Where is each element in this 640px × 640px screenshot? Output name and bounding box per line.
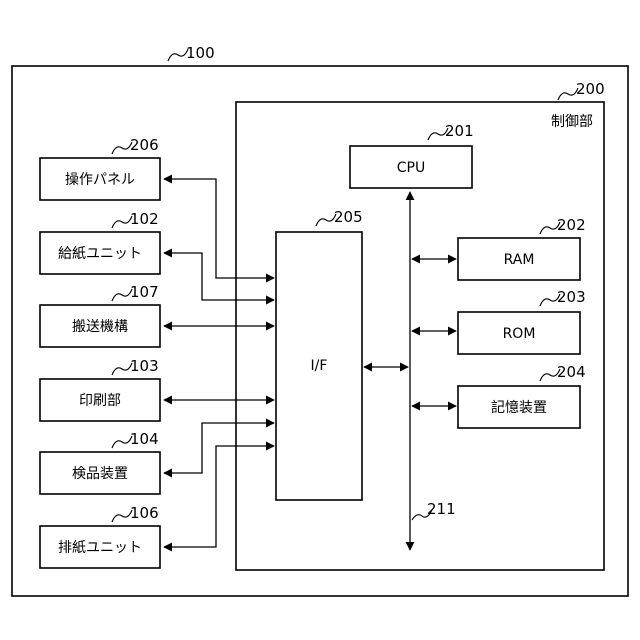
- operation-panel-ref-leader: [112, 142, 132, 154]
- controller-ref-leader: [558, 88, 578, 100]
- cpu-label: CPU: [397, 160, 425, 176]
- paper-feed-unit-label: 給紙ユニット: [58, 246, 142, 262]
- print-unit-group: 印刷部 103: [40, 357, 274, 421]
- transport-mechanism-ref: 107: [130, 283, 159, 301]
- paper-discharge-unit-label: 排紙ユニット: [58, 540, 142, 556]
- inspection-device-group: 検品装置 104: [40, 423, 274, 494]
- ram-ref: 202: [557, 216, 586, 234]
- ram-label: RAM: [504, 252, 535, 268]
- rom-group: ROM 203: [412, 288, 586, 354]
- storage-ref: 204: [557, 363, 586, 381]
- interface-ref-leader: [316, 214, 336, 226]
- inspection-device-ref-leader: [112, 436, 132, 448]
- paper-discharge-unit-ref-leader: [112, 510, 132, 522]
- operation-panel-label: 操作パネル: [65, 172, 135, 188]
- rom-label: ROM: [503, 326, 536, 342]
- inspection-device-ref: 104: [130, 430, 159, 448]
- interface-ref: 205: [334, 208, 363, 226]
- rom-ref: 203: [557, 288, 586, 306]
- ram-group: RAM 202: [412, 216, 586, 280]
- paper-discharge-unit-link: [164, 446, 274, 547]
- operation-panel-link: [164, 179, 274, 278]
- system-ref-leader: [168, 49, 188, 61]
- paper-discharge-unit-ref: 106: [130, 504, 159, 522]
- controller-ref: 200: [576, 80, 605, 98]
- transport-mechanism-group: 搬送機構 107: [40, 283, 274, 347]
- storage-label: 記憶装置: [491, 399, 547, 416]
- print-unit-ref-leader: [112, 363, 132, 375]
- inspection-device-link: [164, 423, 274, 473]
- storage-group: 記憶装置 204: [412, 363, 586, 428]
- system-ref: 100: [186, 44, 215, 62]
- cpu-ref: 201: [445, 122, 474, 140]
- controller-label: 制御部: [551, 114, 593, 130]
- print-unit-label: 印刷部: [79, 393, 121, 409]
- paper-feed-unit-link: [164, 253, 274, 300]
- interface-label: I/F: [311, 358, 328, 374]
- bus-ref: 211: [427, 500, 456, 518]
- operation-panel-ref: 206: [130, 136, 159, 154]
- paper-feed-unit-ref-leader: [112, 216, 132, 228]
- print-unit-ref: 103: [130, 357, 159, 375]
- inspection-device-label: 検品装置: [72, 466, 128, 482]
- transport-mechanism-label: 搬送機構: [72, 319, 128, 335]
- transport-mechanism-ref-leader: [112, 289, 132, 301]
- paper-feed-unit-ref: 102: [130, 210, 159, 228]
